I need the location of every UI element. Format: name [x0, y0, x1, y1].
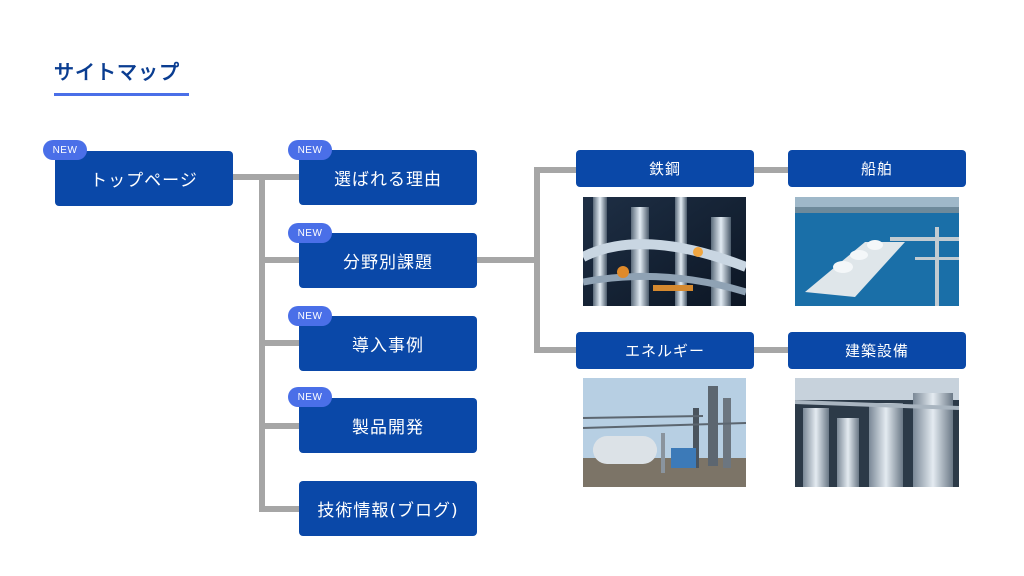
category-building[interactable]: 建築設備 — [788, 332, 966, 369]
node-top-page[interactable]: トップページ — [55, 151, 233, 206]
node-cases[interactable]: 導入事例 — [299, 316, 477, 371]
new-badge-reasons: NEW — [288, 140, 332, 160]
industrial-pipes-photo[interactable] — [583, 197, 746, 306]
refinery-plant-photo[interactable] — [583, 378, 746, 487]
title-underline — [54, 93, 189, 96]
new-badge-development: NEW — [288, 387, 332, 407]
insulated-ducts-photo[interactable] — [795, 378, 959, 487]
lng-tanker-photo[interactable] — [795, 197, 959, 306]
new-badge-top: NEW — [43, 140, 87, 160]
category-ship[interactable]: 船舶 — [788, 150, 966, 187]
page-title: サイトマップ — [54, 60, 180, 84]
category-steel[interactable]: 鉄鋼 — [576, 150, 754, 187]
node-issues[interactable]: 分野別課題 — [299, 233, 477, 288]
new-badge-issues: NEW — [288, 223, 332, 243]
node-development[interactable]: 製品開発 — [299, 398, 477, 453]
category-energy[interactable]: エネルギー — [576, 332, 754, 369]
node-tech[interactable]: 技術情報(ブログ) — [299, 481, 477, 536]
node-reasons[interactable]: 選ばれる理由 — [299, 150, 477, 205]
new-badge-cases: NEW — [288, 306, 332, 326]
